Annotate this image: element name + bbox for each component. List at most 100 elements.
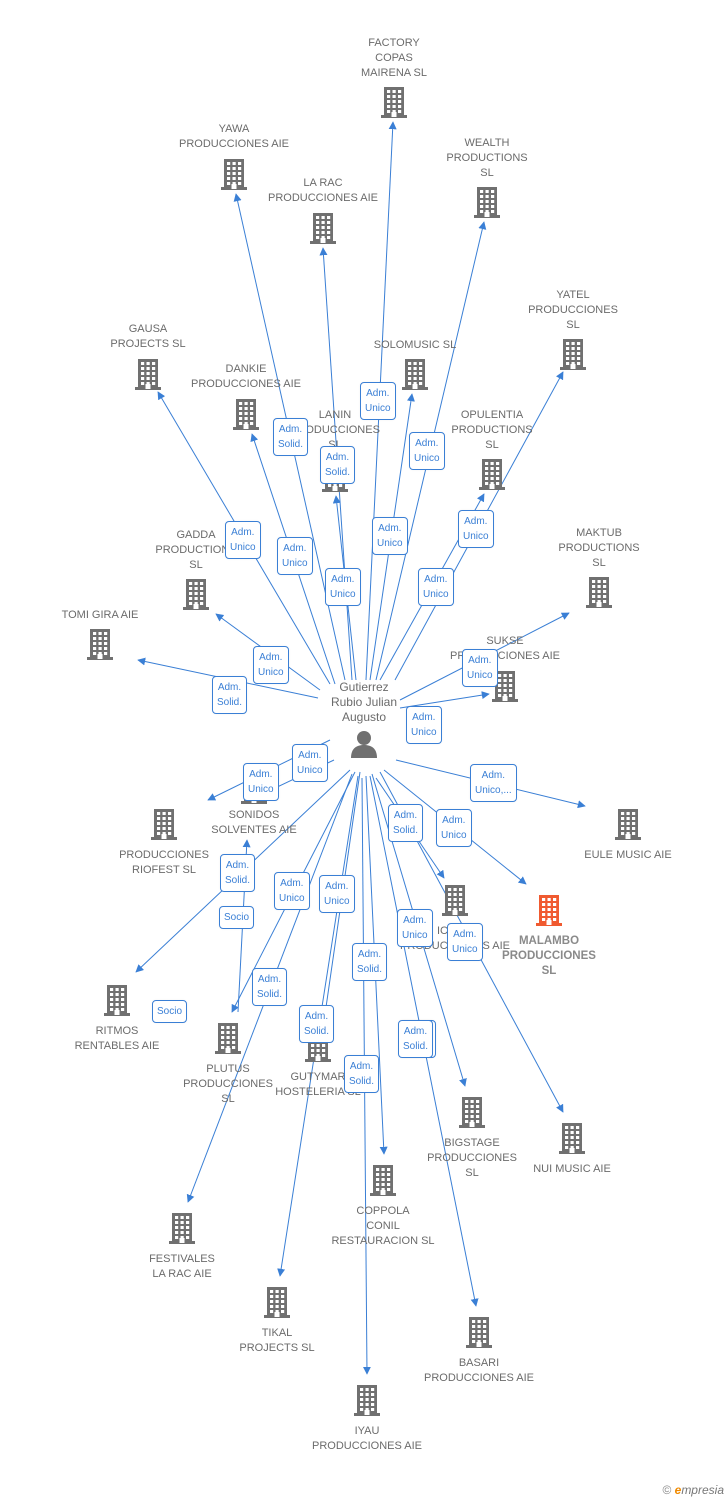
building-icon[interactable]: [492, 670, 518, 707]
role-tag[interactable]: Adm.Solid.: [212, 676, 248, 714]
company-label-line: SL: [221, 1093, 235, 1105]
role-tag[interactable]: Adm.Solid.: [299, 1005, 335, 1043]
building-icon[interactable]: [169, 1212, 195, 1249]
role-tag[interactable]: Adm.Unico: [418, 568, 454, 606]
building-icon[interactable]: [560, 338, 586, 375]
building-icon[interactable]: [151, 808, 177, 845]
company-label-line: MAKTUB: [576, 527, 622, 539]
building-icon[interactable]: [615, 808, 641, 845]
role-tag-line: Adm.: [249, 769, 273, 780]
company-node-eule[interactable]: EULE MUSIC AIE: [553, 848, 703, 863]
building-icon[interactable]: [402, 358, 428, 395]
building-icon[interactable]: [264, 1286, 290, 1323]
building-icon[interactable]: [536, 894, 562, 931]
role-tag[interactable]: Adm.Unico: [225, 521, 261, 559]
company-node-solomusic[interactable]: SOLOMUSIC SL: [340, 338, 490, 353]
building-icon[interactable]: [215, 1022, 241, 1059]
role-tag[interactable]: Adm.Unico: [462, 649, 498, 687]
building-icon[interactable]: [310, 212, 336, 249]
building-icon[interactable]: [559, 1122, 585, 1159]
role-tag[interactable]: Adm.Unico: [253, 646, 289, 684]
role-tag[interactable]: Adm.Unico: [458, 510, 494, 548]
company-label-line: SONIDOS: [228, 809, 280, 821]
building-icon[interactable]: [459, 1096, 485, 1133]
building-icon[interactable]: [354, 1384, 380, 1421]
role-tag[interactable]: Adm.Solid.: [388, 804, 424, 842]
company-node-nui[interactable]: NUI MUSIC AIE: [497, 1162, 647, 1177]
building-icon[interactable]: [183, 578, 209, 615]
company-label-line: PRODUCCIONES: [528, 304, 618, 316]
building-icon[interactable]: [586, 576, 612, 613]
building-icon[interactable]: [370, 1164, 396, 1201]
role-tag[interactable]: Adm.Unico: [319, 875, 355, 913]
role-tag[interactable]: Socio: [152, 1000, 188, 1023]
role-tag[interactable]: Adm.Unico: [436, 809, 472, 847]
building-icon[interactable]: [474, 186, 500, 223]
building-icon[interactable]: [466, 1316, 492, 1353]
role-tag[interactable]: Adm.Unico: [325, 568, 361, 606]
company-label-line: CONIL: [366, 1220, 400, 1232]
building-icon[interactable]: [233, 398, 259, 435]
role-tag[interactable]: Adm.Solid.: [398, 1020, 434, 1058]
building-icon[interactable]: [381, 86, 407, 123]
role-tag[interactable]: Adm.Unico,...: [470, 764, 517, 802]
role-tag-line: Adm.: [378, 523, 402, 534]
role-tag[interactable]: Adm.Solid.: [352, 943, 388, 981]
building-icon[interactable]: [87, 628, 113, 665]
role-tag[interactable]: Adm.Unico: [447, 923, 483, 961]
company-label-line: PLUTUS: [206, 1063, 250, 1075]
company-label-line: SL: [189, 559, 203, 571]
role-tag[interactable]: Adm.Unico: [360, 382, 396, 420]
role-tag[interactable]: Adm.Solid.: [252, 968, 288, 1006]
role-tag[interactable]: Adm.Unico: [277, 537, 313, 575]
role-tag[interactable]: Adm.Unico: [406, 706, 442, 744]
role-tag[interactable]: Socio: [219, 906, 255, 929]
role-tag[interactable]: Adm.Unico: [274, 872, 310, 910]
company-label-line: BASARI: [458, 1357, 500, 1369]
building-icon[interactable]: [135, 358, 161, 395]
building-icon[interactable]: [442, 884, 468, 921]
building-icon[interactable]: [104, 984, 130, 1021]
role-tag-line: Unico: [463, 531, 489, 542]
role-tag[interactable]: Adm.Unico: [243, 763, 279, 801]
role-tag[interactable]: Adm.Unico: [409, 432, 445, 470]
role-tag[interactable]: Adm.Unico: [397, 909, 433, 947]
building-icon[interactable]: [221, 158, 247, 195]
role-tag[interactable]: Adm.Unico: [372, 517, 408, 555]
role-tag[interactable]: Adm.Solid.: [273, 418, 309, 456]
building-icon[interactable]: [479, 458, 505, 495]
company-node-tomi-gira[interactable]: TOMI GIRA AIE: [25, 608, 175, 623]
role-tag-line: Adm.: [280, 878, 304, 889]
role-tag[interactable]: Adm.Solid.: [344, 1055, 380, 1093]
role-tag[interactable]: Adm.Unico: [292, 744, 328, 782]
role-tag[interactable]: Adm.Solid.: [220, 854, 256, 892]
role-tag[interactable]: Adm.Solid.: [320, 446, 356, 484]
